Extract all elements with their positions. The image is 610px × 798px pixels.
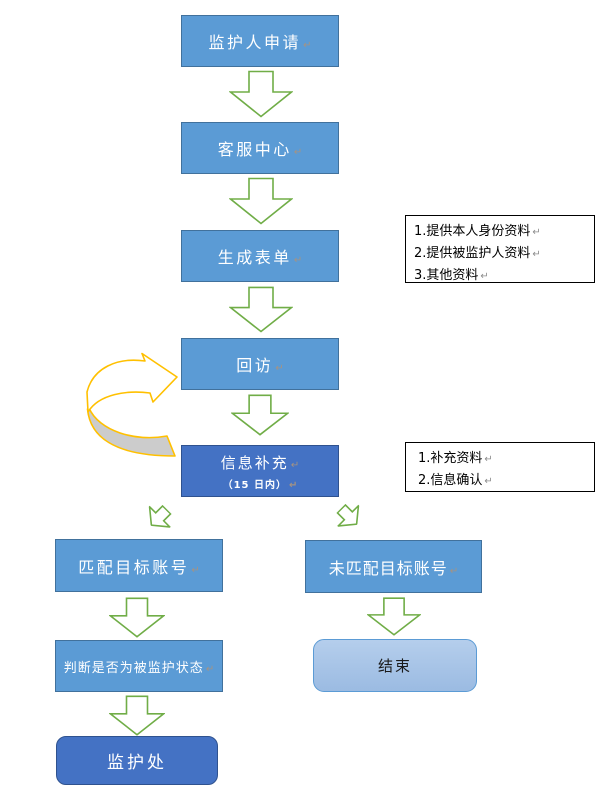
flow-box-generate-form: 生成表单↵ <box>181 230 339 282</box>
box-label: 匹配目标账号 <box>78 557 190 577</box>
paragraph-mark: ↵ <box>293 255 303 266</box>
note-line: 2.提供被监护人资料 <box>414 246 531 261</box>
paragraph-mark: ↵ <box>484 476 493 487</box>
paragraph-mark: ↵ <box>293 147 303 158</box>
paragraph-mark: ↵ <box>303 40 312 51</box>
curved-loop-arrow-icon <box>86 352 178 457</box>
flow-box-follow-up-visit: 回访↵ <box>181 338 339 390</box>
flow-box-info-supplement: 信息补充↵ （15 日内）↵ <box>181 445 339 497</box>
box-label: 监护人申请 <box>208 33 302 52</box>
box-label: 信息补充 <box>220 453 289 472</box>
paragraph-mark: ↵ <box>290 459 300 471</box>
note-supplement: 1.补充资料↵ 2.信息确认↵ <box>405 442 595 492</box>
box-label: 监护处 <box>107 753 167 773</box>
note-line: 2.信息确认 <box>418 473 483 488</box>
flow-box-unmatched-account: 未匹配目标账号↵ <box>305 540 482 593</box>
flow-box-matched-account: 匹配目标账号↵ <box>55 539 223 592</box>
flow-box-service-center: 客服中心↵ <box>181 122 339 174</box>
note-form-materials: 1.提供本人身份资料↵ 2.提供被监护人资料↵ 3.其他资料↵ <box>405 215 595 283</box>
flow-box-judge-guardianship: 判断是否为被监护状态↵ <box>55 640 223 692</box>
box-label: 回访 <box>236 356 274 375</box>
paragraph-mark: ↵ <box>532 227 541 238</box>
paragraph-mark: ↵ <box>191 564 200 576</box>
down-left-arrow-icon <box>140 499 177 536</box>
down-arrow-icon <box>367 597 421 636</box>
down-arrow-icon <box>229 286 293 333</box>
flow-box-end: 结束 <box>313 639 477 692</box>
paragraph-mark: ↵ <box>275 363 284 374</box>
paragraph-mark: ↵ <box>484 454 493 465</box>
note-line: 1.提供本人身份资料 <box>414 224 531 239</box>
flow-box-guardian-apply: 监护人申请↵ <box>181 15 339 67</box>
down-arrow-icon <box>231 394 289 436</box>
box-sublabel: （15 日内） <box>222 479 287 491</box>
box-label: 生成表单 <box>217 248 292 267</box>
box-label: 结束 <box>377 657 412 675</box>
down-right-arrow-icon <box>330 498 367 535</box>
note-line: 1.补充资料 <box>418 451 483 466</box>
down-arrow-icon <box>109 695 165 736</box>
down-arrow-icon <box>229 177 293 225</box>
flow-box-guardianship-office: 监护处 <box>56 736 218 785</box>
paragraph-mark: ↵ <box>480 271 489 282</box>
box-label: 客服中心 <box>217 140 292 159</box>
box-label: 判断是否为被监护状态 <box>63 660 204 676</box>
note-line: 3.其他资料 <box>414 268 479 283</box>
paragraph-mark: ↵ <box>289 479 298 491</box>
paragraph-mark: ↵ <box>449 565 459 577</box>
down-arrow-icon <box>229 70 293 118</box>
paragraph-mark: ↵ <box>532 249 541 260</box>
paragraph-mark: ↵ <box>205 663 215 675</box>
down-arrow-icon <box>109 597 165 638</box>
box-label: 未匹配目标账号 <box>328 558 448 578</box>
